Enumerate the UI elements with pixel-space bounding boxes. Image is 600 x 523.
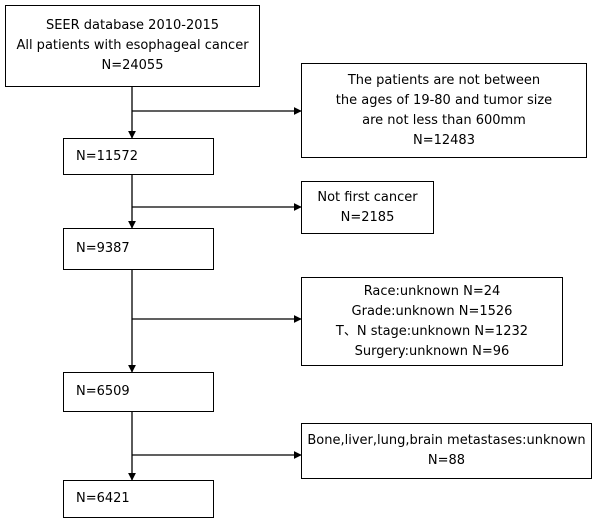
exclusion-box-unknown-variables-line-2: Grade:unknown N=1526	[351, 303, 513, 319]
exclusion-box-first-cancer-line-2: N=2185	[340, 209, 395, 225]
exclusion-box-metastases: Bone,liver,lung,brain metastases:unknown…	[301, 423, 592, 479]
count-box-6509: N=6509	[63, 372, 214, 412]
exclusion-box-unknown-variables-line-3: T、N stage:unknown N=1232	[335, 323, 529, 339]
exclusion-box-first-cancer-line-1: Not first cancer	[317, 189, 418, 205]
exclusion-box-age-tumor-line-3: are not less than 600mm	[362, 112, 526, 128]
start-box: SEER database 2010-2015 All patients wit…	[5, 5, 260, 87]
count-box-9387: N=9387	[63, 228, 214, 270]
exclusion-box-age-tumor-line-4: N=12483	[413, 132, 475, 148]
count-box-6421: N=6421	[63, 480, 214, 518]
exclusion-box-unknown-variables: Race:unknown N=24 Grade:unknown N=1526 T…	[301, 277, 563, 366]
count-box-11572-label: N=11572	[76, 148, 138, 164]
exclusion-box-metastases-line-2: N=88	[427, 453, 466, 468]
count-box-6421-label: N=6421	[76, 491, 130, 506]
exclusion-box-age-tumor-line-2: the ages of 19-80 and tumor size	[335, 92, 553, 108]
exclusion-box-metastases-line-1: Bone,liver,lung,brain metastases:unknown	[307, 433, 586, 448]
exclusion-box-age-tumor: The patients are not between the ages of…	[301, 63, 587, 158]
start-box-line-1: SEER database 2010-2015	[45, 18, 220, 33]
exclusion-box-age-tumor-line-1: The patients are not between	[347, 72, 541, 88]
exclusion-box-unknown-variables-line-1: Race:unknown N=24	[363, 283, 501, 299]
start-box-line-2: All patients with esophageal cancer	[16, 38, 249, 53]
count-box-11572: N=11572	[63, 138, 214, 175]
count-box-6509-label: N=6509	[76, 384, 130, 399]
exclusion-box-unknown-variables-line-4: Surgery:unknown N=96	[354, 343, 510, 359]
start-box-line-3: N=24055	[101, 58, 164, 73]
count-box-9387-label: N=9387	[76, 241, 130, 256]
exclusion-box-first-cancer: Not first cancer N=2185	[301, 181, 434, 234]
